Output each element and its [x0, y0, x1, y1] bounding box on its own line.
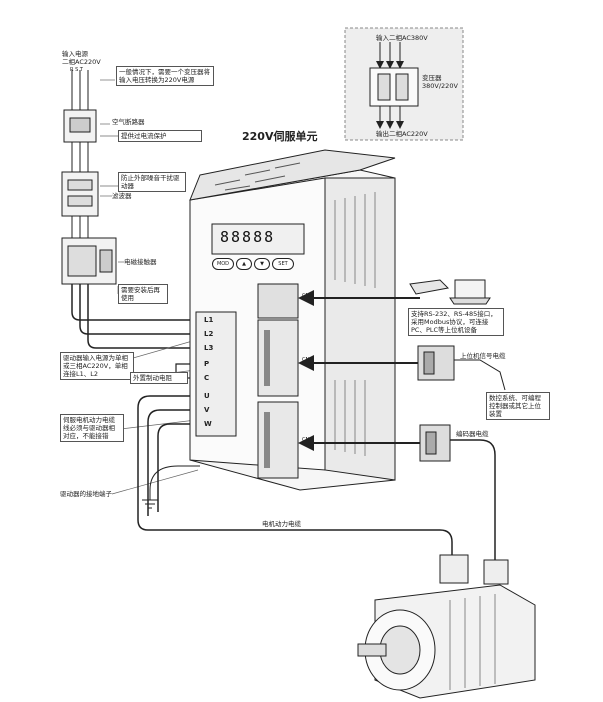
ground-note: 驱动器的接地端子 — [60, 490, 112, 498]
page-title: 220V伺服单元 — [242, 130, 318, 143]
terminal-v: V — [204, 406, 210, 414]
ground-icon — [142, 465, 200, 509]
transformer-input: 输入二相AC380V — [376, 34, 428, 42]
pc-icon — [449, 279, 491, 305]
set-button[interactable]: SET — [272, 258, 294, 270]
controller-note: 数控系统、可编程控制器或其它上位装置 — [486, 392, 550, 420]
down-button[interactable]: ▼ — [254, 258, 270, 270]
breaker-icon — [63, 109, 97, 143]
motor-power-wires — [137, 395, 453, 560]
transformer-inset — [344, 27, 464, 141]
cn2-label: CN2 — [302, 357, 313, 363]
input-power-wires — [71, 284, 200, 349]
servo-driver — [189, 149, 396, 491]
signal-connector-icon — [417, 345, 506, 391]
terminal-c: C — [204, 374, 210, 382]
terminal-l2: L2 — [204, 330, 214, 338]
transformer-note: 一般情况下，需要一个变压器将输入电压转换为220V电源 — [116, 66, 214, 86]
power-input-wires — [71, 70, 89, 110]
breaker-note: 提供过电流保护 — [118, 130, 202, 142]
terminal-l1: L1 — [204, 316, 214, 324]
terminal-block — [195, 311, 237, 437]
filter-note: 防止外部噪音干扰驱动器 — [118, 172, 186, 192]
terminal-l3: L3 — [204, 344, 214, 352]
driver-input-note: 驱动器输入电源为单相或三相AC220V，单相连接L1、L2 — [60, 352, 134, 380]
transformer-icon — [369, 67, 419, 107]
filter-label: 滤波器 — [112, 192, 132, 200]
cn3-label: CN3 — [302, 437, 313, 443]
contactor-label: 电磁接触器 — [124, 258, 157, 266]
motor-power-note: 伺服电机动力电缆线必须与驱动器相对应，不能接错 — [60, 414, 124, 442]
encoder-cable-label: 编码器电缆 — [456, 430, 489, 438]
transformer-ratio: 380V/220V — [422, 82, 458, 90]
encoder-connector-icon — [419, 424, 496, 560]
transformer-device: 变压器 — [422, 74, 442, 82]
contactor-icon — [61, 237, 117, 285]
led-display: 88888 — [220, 228, 276, 246]
breaker-label: 空气断路器 — [112, 118, 145, 126]
terminal-u: U — [204, 392, 210, 400]
hub-icon — [409, 279, 450, 295]
signal-cable-label: 上位机信号电缆 — [460, 352, 506, 360]
transformer-output: 输出二相AC220V — [376, 130, 428, 138]
mod-button[interactable]: MOD — [212, 258, 234, 270]
terminal-w: W — [204, 420, 212, 428]
power-input-title: 输入电源 — [62, 50, 88, 58]
power-input-spec: 二相AC220V — [62, 58, 101, 66]
brake-resistor-label: 外置制动电阻 — [130, 372, 188, 384]
cn1-label: CN1 — [302, 293, 313, 299]
cn1-port — [257, 283, 299, 319]
up-button[interactable]: ▲ — [236, 258, 252, 270]
motor-cable-label: 电机动力电缆 — [262, 520, 301, 528]
power-input-terminals: R S T — [70, 67, 83, 73]
contactor-note: 需要安装后再使用 — [118, 284, 168, 304]
comm-note: 支持RS-232、RS-485接口，采用Modbus协议，可连接PC、PLC等上… — [408, 308, 504, 336]
filter-icon — [61, 171, 99, 217]
servo-motor-icon — [357, 554, 536, 699]
display-panel — [211, 223, 305, 255]
terminal-p: P — [204, 360, 210, 368]
